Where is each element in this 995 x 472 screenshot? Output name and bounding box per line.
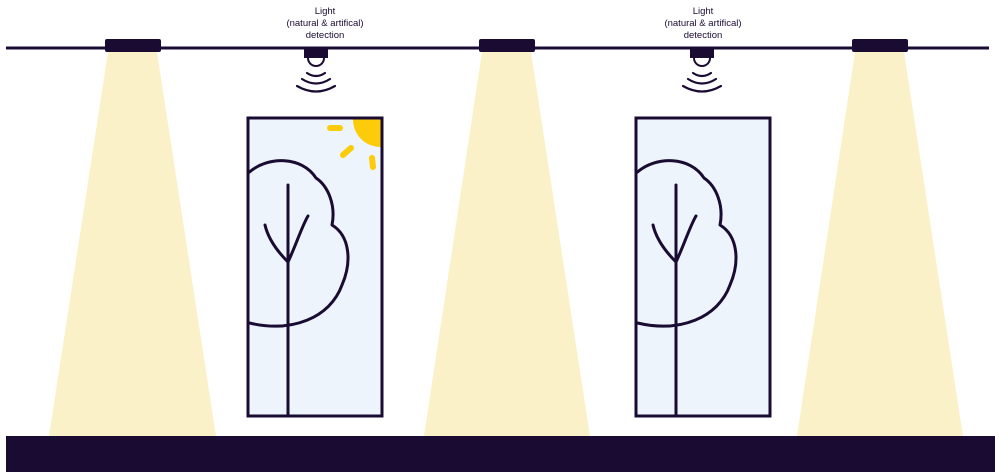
sensor-label-line: (natural & artifical): [265, 18, 385, 30]
ceiling-light-icon: [479, 39, 535, 52]
signal-waves-icon: [297, 73, 335, 92]
window-icon: [248, 118, 382, 416]
sensor-label-line: detection: [643, 30, 763, 42]
floor: [6, 436, 995, 472]
light-beam-right: [797, 52, 963, 436]
sensor-label-line: (natural & artifical): [643, 18, 763, 30]
sensor-label: Light (natural & artifical) detection: [265, 6, 385, 42]
sensor-label-line: Light: [265, 6, 385, 18]
sensor-label-line: Light: [643, 6, 763, 18]
light-beam-left: [49, 52, 216, 436]
light-sensor-icon: [304, 48, 328, 66]
light-sensor-icon: [690, 48, 714, 66]
sensor-label-line: detection: [265, 30, 385, 42]
sensor-label: Light (natural & artifical) detection: [643, 6, 763, 42]
light-beam-center: [424, 52, 590, 436]
window-icon: [636, 118, 770, 416]
ceiling-light-icon: [852, 39, 908, 52]
signal-waves-icon: [683, 73, 721, 92]
ceiling-light-icon: [105, 39, 161, 52]
